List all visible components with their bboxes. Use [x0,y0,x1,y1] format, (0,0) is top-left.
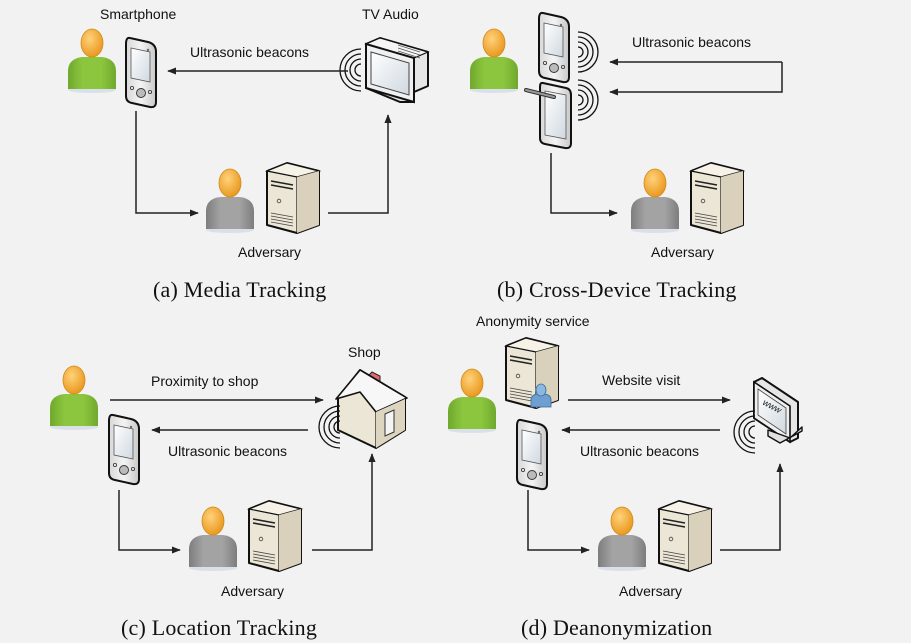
smartphone-icon [516,418,548,491]
user-icon [49,365,99,431]
smartphone-icon [108,413,140,486]
label-tv-audio: TV Audio [362,6,419,22]
arrow-adversary-to-website [720,463,784,551]
label-proximity-to-shop: Proximity to shop [151,373,259,389]
sound-waves-icon [339,48,362,92]
label-shop: Shop [348,344,381,360]
caption-d: (d) Deanonymization [521,615,713,640]
label-adversary: Adversary [651,244,715,260]
user-icon [67,28,117,94]
arrow-adversary-to-shop [312,453,376,551]
panel-d: www [447,337,803,572]
adversary-icon [205,168,255,234]
caption-a: (a) Media Tracking [153,277,327,302]
panel-c [49,365,408,572]
arrow-phone-to-adversary [118,490,181,554]
label-anonymity-service: Anonymity service [476,313,590,329]
tablet-icon [524,80,573,151]
arrow-beacons-tablet [609,62,783,96]
label-adversary: Adversary [221,583,285,599]
sound-waves-icon [318,405,341,449]
arrow-devices-to-adversary [550,153,618,217]
smartphone-icon [125,36,157,109]
label-adversary: Adversary [238,244,302,260]
arrow-adversary-to-tv [328,114,392,214]
monitor-www-icon: www [753,377,803,444]
panel-a [67,28,430,234]
smartphone-icon [538,11,570,84]
caption-b: (b) Cross-Device Tracking [497,277,737,302]
adversary-icon [630,168,680,234]
label-ultrasonic-beacons: Ultrasonic beacons [580,443,700,459]
server-icon [690,162,744,234]
label-ultrasonic-beacons: Ultrasonic beacons [632,34,752,50]
server-icon [658,500,712,572]
arrow-phone-to-adversary [527,490,590,554]
tv-icon [364,37,430,104]
user-icon [469,28,519,94]
arrow-phone-to-adversary [135,111,199,217]
user-icon [447,368,497,434]
label-ultrasonic-beacons: Ultrasonic beacons [190,44,310,60]
house-icon [335,369,408,449]
sound-waves-icon [577,79,599,121]
small-user-icon [530,383,552,408]
panel-b [469,11,783,234]
caption-c: (c) Location Tracking [121,615,318,640]
label-adversary: Adversary [619,583,683,599]
server-icon [266,162,320,234]
adversary-icon [188,506,238,572]
sound-waves-icon [733,410,756,454]
label-smartphone: Smartphone [100,6,177,22]
server-icon [248,500,302,572]
label-ultrasonic-beacons: Ultrasonic beacons [168,443,288,459]
label-website-visit: Website visit [602,372,681,388]
sound-waves-icon [577,31,599,73]
adversary-icon [597,506,647,572]
